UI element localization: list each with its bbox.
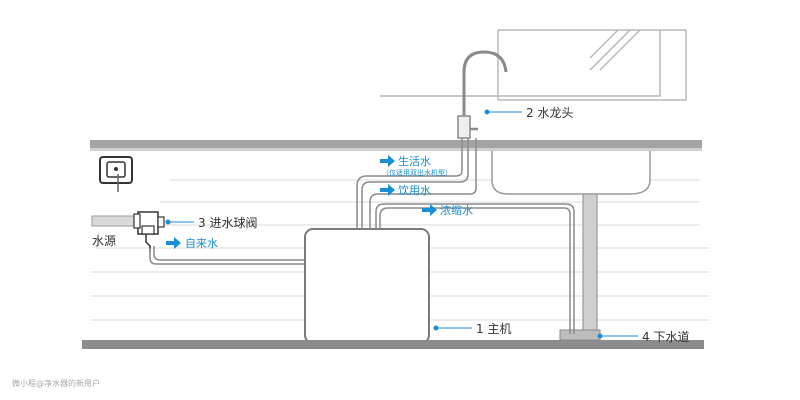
main-unit-label: 1 主机 <box>476 322 511 336</box>
floor <box>82 340 704 349</box>
main-unit <box>304 228 430 344</box>
leader-lines <box>165 109 638 339</box>
arrow-icon-drinking <box>380 184 395 196</box>
inlet-valve-label: 3 进水球阀 <box>198 216 257 230</box>
tap-water-label: 自来水 <box>185 237 218 250</box>
faucet-label: 2 水龙头 <box>526 106 573 120</box>
arrow-icon-tap <box>166 237 181 249</box>
drinking-water-label: 饮用水 <box>398 184 431 197</box>
window <box>380 29 687 101</box>
watermark: 微小程@净水器的新用户 <box>12 378 100 388</box>
arrow-icon-domestic <box>380 155 395 167</box>
sink-basin <box>491 151 651 195</box>
drain-pipe <box>559 193 601 341</box>
faucet <box>457 50 508 139</box>
arrow-icon-concentrate <box>422 204 437 216</box>
wall-outlet <box>99 156 133 192</box>
domestic-water-line <box>356 138 469 229</box>
countertop <box>90 140 702 151</box>
tap-water-line <box>149 246 306 265</box>
water-source-pipe <box>91 215 139 227</box>
concentrate-water-line <box>375 203 575 334</box>
concentrate-water-label: 浓缩水 <box>440 204 473 217</box>
drinking-water-line <box>369 138 477 229</box>
domestic-water-note: （仅适用双出水机型） <box>382 168 452 177</box>
inlet-ball-valve <box>133 211 165 252</box>
flow-arrows <box>166 155 437 249</box>
drain-label: 4 下水道 <box>642 330 689 344</box>
water-source-label: 水源 <box>92 234 116 248</box>
domestic-water-label: 生活水 <box>398 154 431 168</box>
